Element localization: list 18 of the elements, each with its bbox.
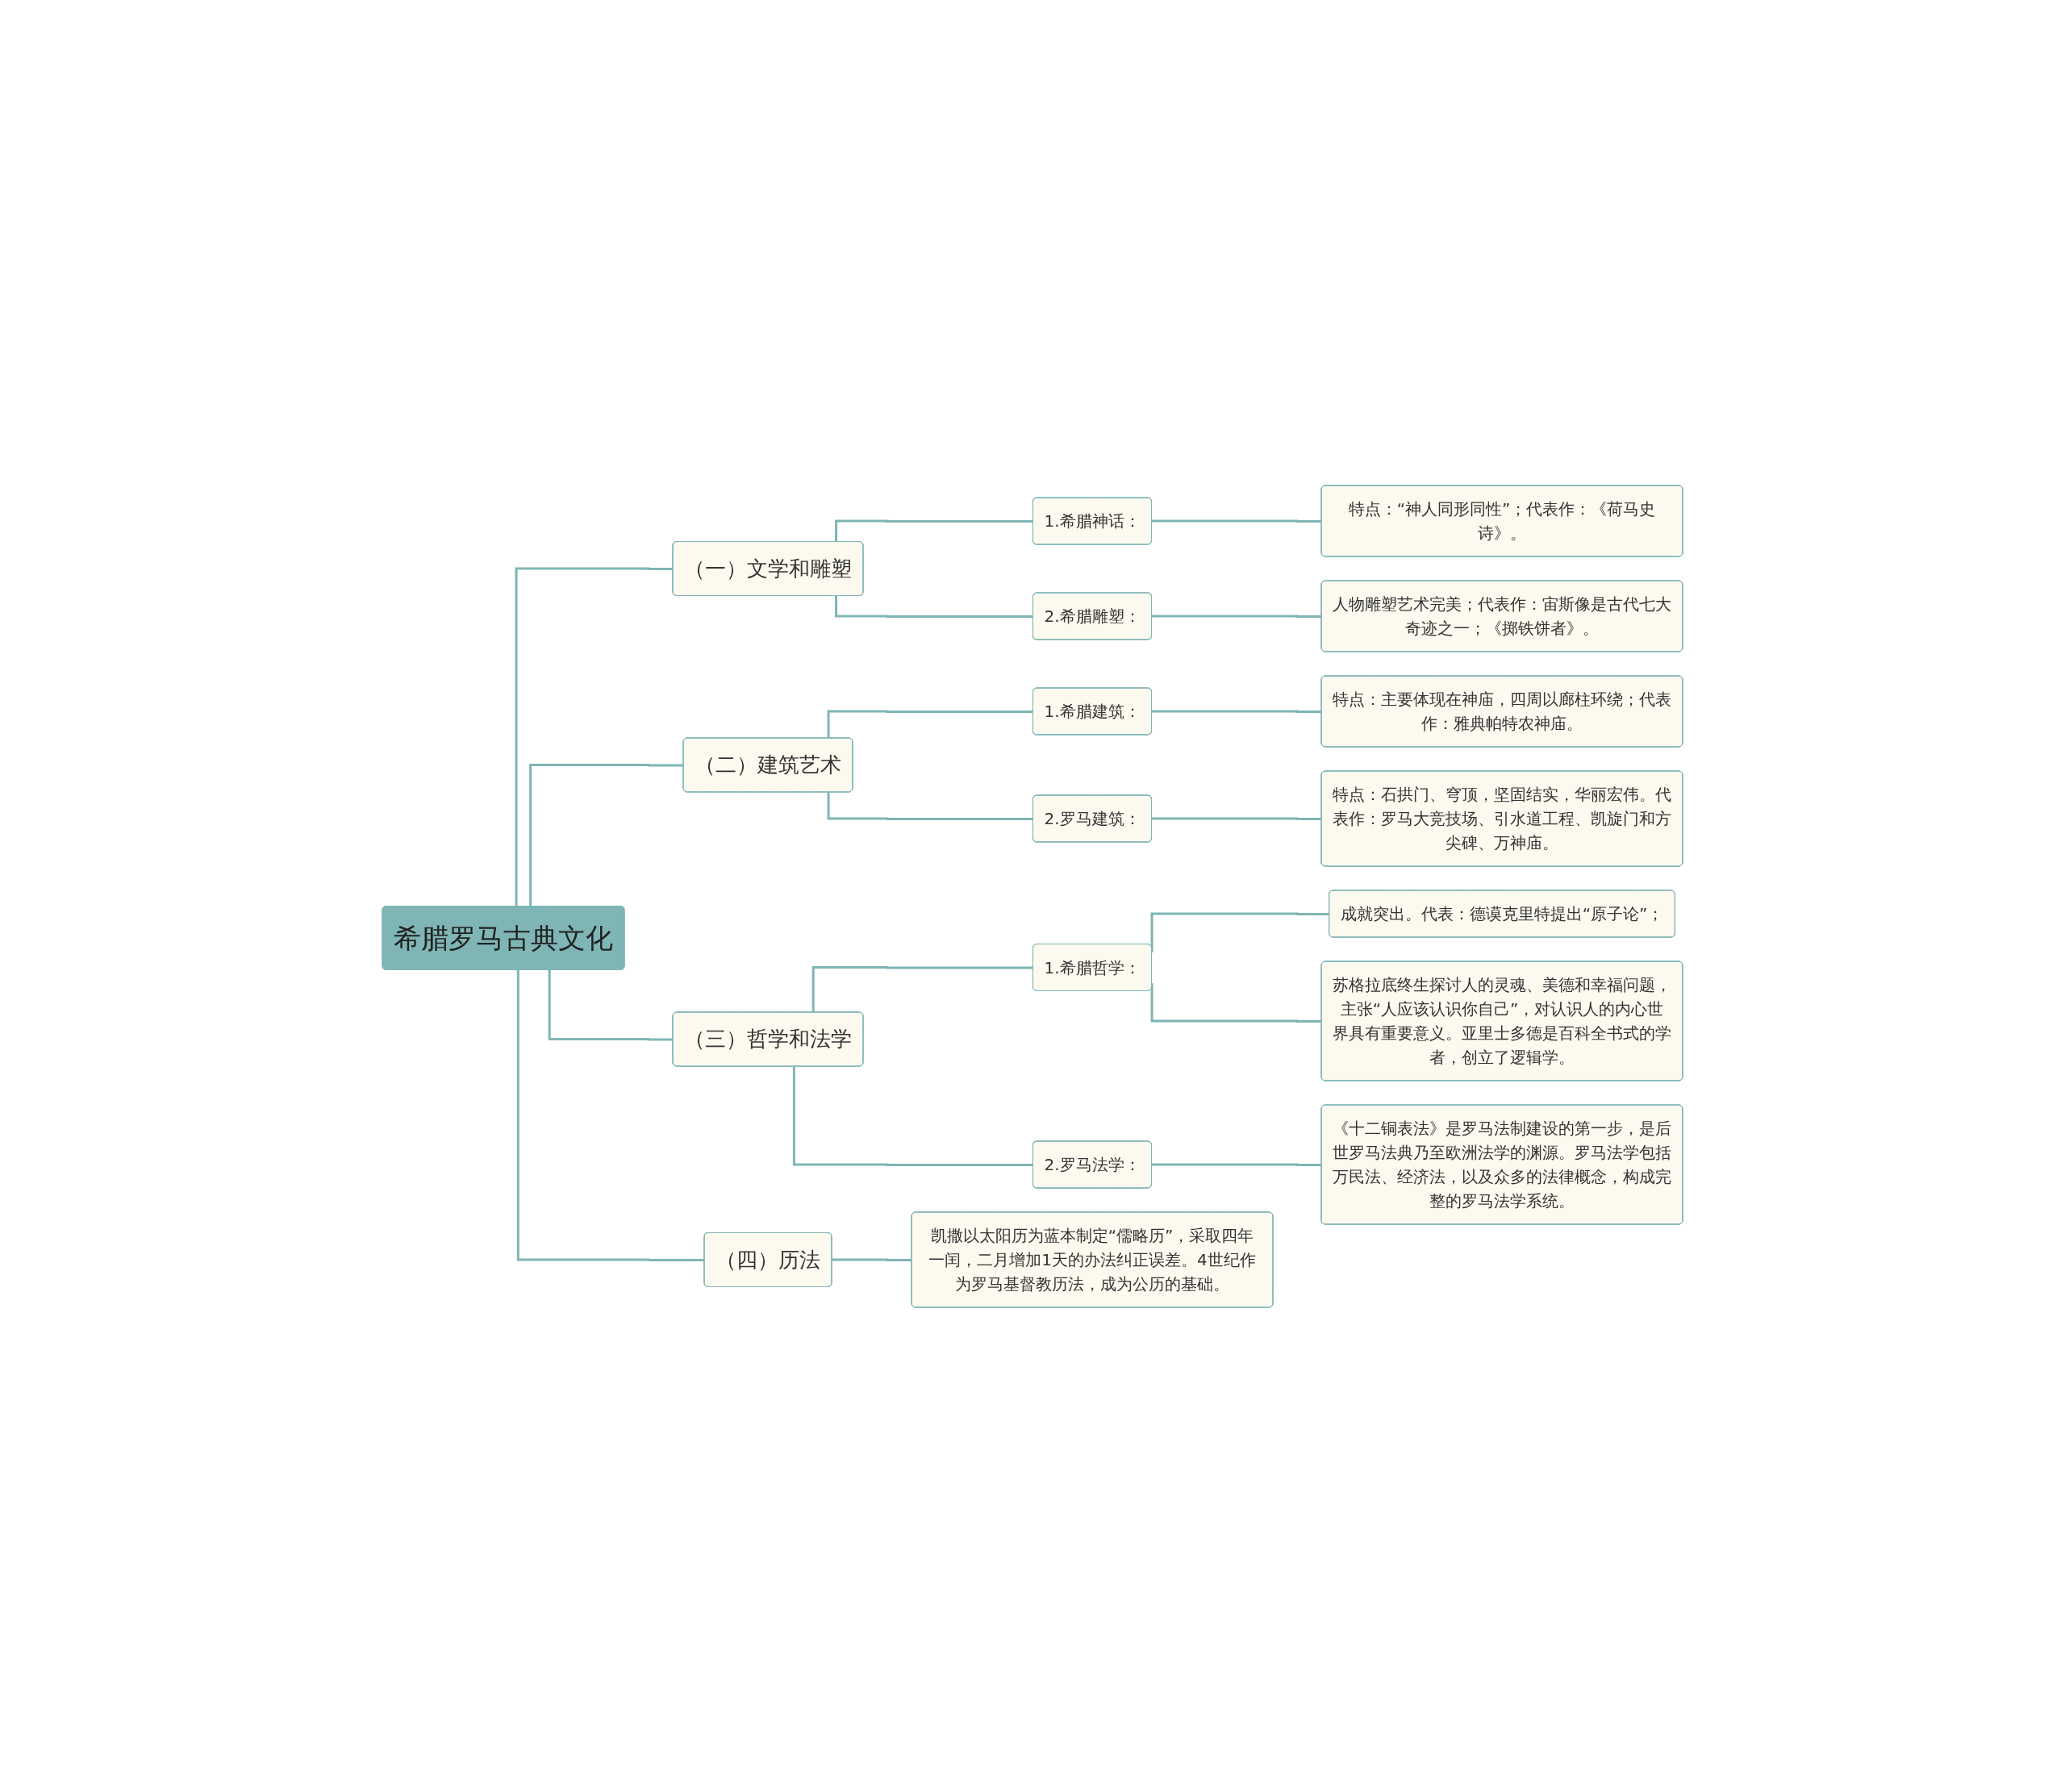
connector bbox=[1150, 615, 1322, 618]
connector bbox=[835, 519, 1033, 542]
connector bbox=[811, 965, 1033, 1012]
connector bbox=[831, 1258, 912, 1261]
connector bbox=[516, 969, 705, 1261]
connector bbox=[835, 595, 1033, 618]
connector bbox=[827, 710, 1033, 738]
connector bbox=[792, 1066, 1033, 1166]
connector bbox=[1150, 1163, 1322, 1166]
connector bbox=[1150, 710, 1322, 713]
connector bbox=[515, 567, 674, 906]
connector bbox=[1150, 912, 1330, 952]
connector bbox=[827, 792, 1033, 820]
connector bbox=[1150, 519, 1322, 523]
connector bbox=[529, 763, 684, 906]
connector bbox=[548, 969, 674, 1040]
connector bbox=[1150, 817, 1322, 820]
connector bbox=[1150, 982, 1322, 1023]
